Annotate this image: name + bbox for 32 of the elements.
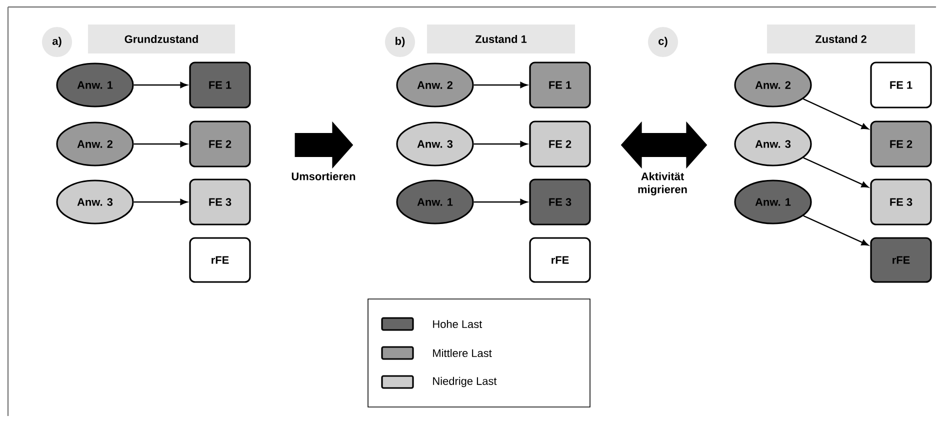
unit-box: FE 2	[529, 120, 591, 168]
legend-label: Niedrige Last	[433, 376, 497, 388]
state-heading: Grundzustand	[88, 24, 235, 54]
unit-box: FE 1	[189, 62, 251, 108]
edge-label: Umsortieren	[292, 172, 356, 180]
unit-box: FE 1	[529, 62, 591, 108]
arrow	[134, 140, 188, 148]
arrow	[803, 98, 869, 130]
unit-box: rFE	[189, 237, 251, 283]
arrow	[134, 82, 188, 88]
state-heading: Zustand 1	[427, 24, 575, 54]
arrow	[803, 215, 869, 246]
arrow	[474, 198, 528, 206]
legend-label: Hohe Last	[433, 320, 482, 328]
unit-box: FE 3	[189, 178, 251, 226]
unit-box: FE 2	[870, 120, 932, 168]
unit-box: FE 3	[870, 178, 932, 226]
unit-box: rFE	[870, 237, 932, 283]
panel-badge: c)	[648, 27, 678, 57]
panel-badge: b)	[385, 27, 415, 57]
unit-box: FE 2	[189, 120, 251, 168]
panel-badge: a)	[42, 27, 72, 57]
unit-box: rFE	[529, 237, 591, 283]
state-heading: Zustand 2	[767, 24, 915, 54]
unit-box: FE 3	[529, 178, 591, 226]
arrow	[803, 157, 869, 188]
arrow	[474, 82, 528, 88]
unit-box: FE 1	[870, 62, 932, 108]
arrow	[474, 140, 528, 148]
arrow	[134, 198, 188, 206]
legend-label: Mittlere Last	[433, 348, 492, 358]
edge-label: Aktivität migrieren	[638, 172, 687, 196]
